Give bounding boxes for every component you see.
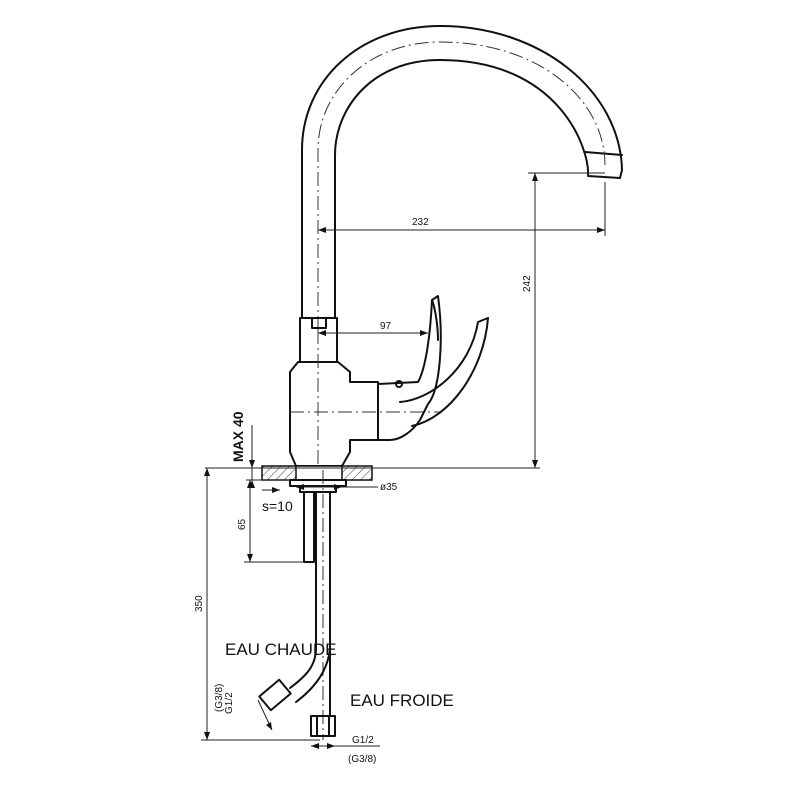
cold-thread-main: G1/2 xyxy=(352,735,374,746)
hot-thread-main: G1/2 xyxy=(224,692,235,714)
shank-and-hoses xyxy=(258,470,336,740)
label-hot-water: EAU CHAUDE xyxy=(225,640,336,659)
dim-232: 232 xyxy=(412,217,429,228)
dim-diameter-35: ø35 xyxy=(380,482,398,493)
dim-97: 97 xyxy=(380,321,392,332)
mixer-body xyxy=(289,317,440,470)
spout xyxy=(301,25,623,330)
dim-242: 242 xyxy=(522,275,533,292)
hot-thread-alt: (G3/8) xyxy=(214,684,225,712)
dim-65: 65 xyxy=(237,518,248,530)
lever-handle xyxy=(377,295,489,441)
dim-s10: s=10 xyxy=(262,498,293,514)
dim-350: 350 xyxy=(194,595,205,612)
cold-thread-alt: (G3/8) xyxy=(348,754,376,765)
dim-max-40: MAX 40 xyxy=(230,411,246,462)
counter-plate xyxy=(261,465,373,493)
label-cold-water: EAU FROIDE xyxy=(350,691,454,710)
dimension-lines xyxy=(201,172,606,749)
